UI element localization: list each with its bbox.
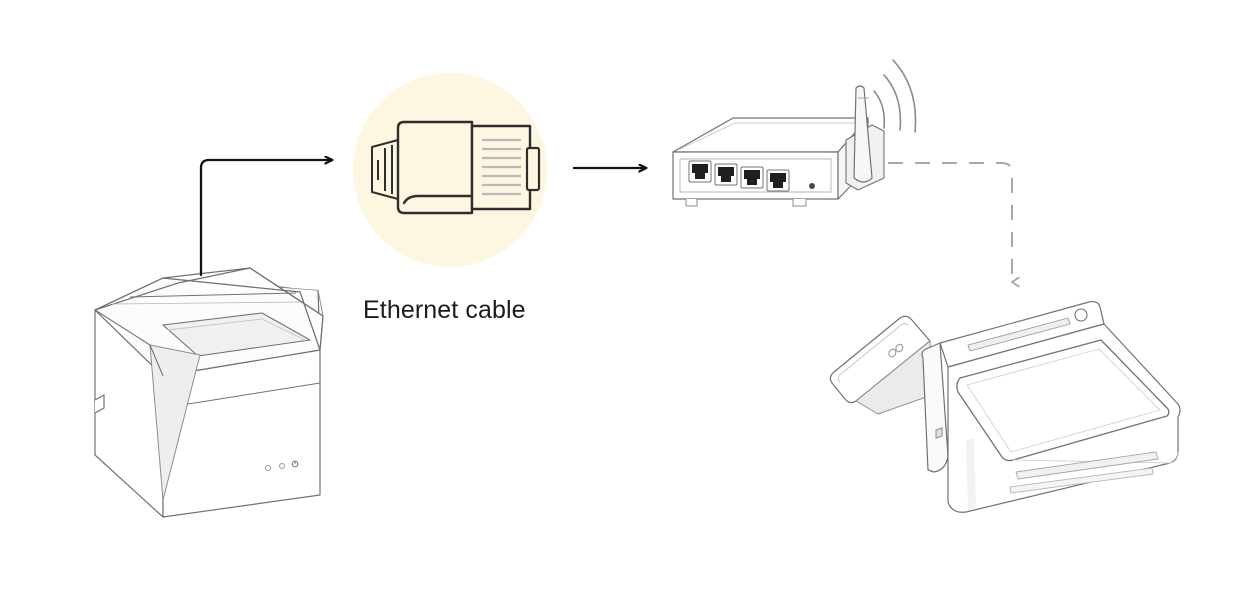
terminal-camera: [1074, 308, 1088, 322]
router-antenna: [853, 85, 873, 183]
printer-lid-ridge-1: [129, 292, 297, 298]
wifi-arc-3: [892, 59, 917, 133]
printer-side-notch: [94, 393, 105, 414]
router-port-2: [714, 163, 738, 186]
router-foot-right: [792, 199, 807, 207]
connector-latch-tab: [525, 146, 541, 192]
printer-top-right-edge: [249, 267, 324, 317]
router-top-inner-edge: [677, 122, 862, 151]
terminal-vent-slot-2: [1009, 467, 1154, 494]
router-port-1: [688, 160, 712, 183]
printer-top-edge: [163, 278, 320, 290]
ethernet-connector: [371, 120, 541, 215]
router-port-4: [766, 169, 790, 192]
connector-contact-pins: [482, 138, 521, 196]
router-foot-left: [685, 199, 698, 207]
terminal-left-face: [921, 342, 949, 473]
customer-display: [829, 315, 931, 404]
wifi-signal-arcs: [873, 59, 917, 133]
wifi-arc-2: [883, 74, 902, 131]
router-port-4-slot: [770, 173, 786, 188]
terminal-side-port: [935, 427, 943, 439]
printer-indicator-lights: [265, 460, 299, 471]
arrow-router-to-terminal: [888, 162, 1012, 282]
router-port-2-slot: [718, 167, 734, 182]
printer-paper-slot-inner: [167, 318, 306, 341]
router-device: [672, 59, 917, 207]
terminal-screen-inner: [966, 348, 1161, 453]
printer-front-wedge: [149, 344, 201, 501]
printer-indicator-dot-2: [279, 463, 285, 469]
printer-top-left-edge: [94, 267, 251, 311]
customer-display-mark: [888, 343, 904, 358]
router-status-led: [809, 183, 815, 189]
router-port-3: [740, 166, 764, 189]
terminal-body-highlight: [966, 438, 976, 511]
ethernet-cable-label: Ethernet cable: [363, 296, 526, 324]
terminal-vent-slot-1: [1015, 451, 1159, 480]
printer-rear-right-edge: [317, 289, 324, 317]
terminal-base-seam: [1012, 451, 1179, 464]
printer-wedge-upper: [94, 309, 164, 377]
customer-display-mark-b: [895, 343, 904, 353]
customer-display-bezel: [837, 323, 909, 383]
router-port-3-slot: [744, 170, 760, 185]
receipt-printer: [94, 267, 324, 518]
connector-body: [396, 120, 474, 215]
printer-top-right-drop: [319, 315, 324, 351]
printer-indicator-dot-1: [265, 465, 271, 471]
wifi-arc-1: [873, 90, 886, 129]
terminal-speaker-slot: [967, 317, 1071, 352]
customer-display-mark-a: [888, 348, 897, 358]
router-ethernet-ports: [688, 160, 790, 192]
printer-lid-ridge-2: [111, 301, 301, 305]
printer-paper-slot: [162, 312, 311, 357]
arrow-printer-to-cable: [199, 160, 332, 277]
pos-terminal: [829, 300, 1181, 513]
connector-body-inner-curve: [402, 194, 472, 205]
printer-front-seam: [162, 382, 321, 409]
router-port-1-slot: [692, 164, 708, 179]
